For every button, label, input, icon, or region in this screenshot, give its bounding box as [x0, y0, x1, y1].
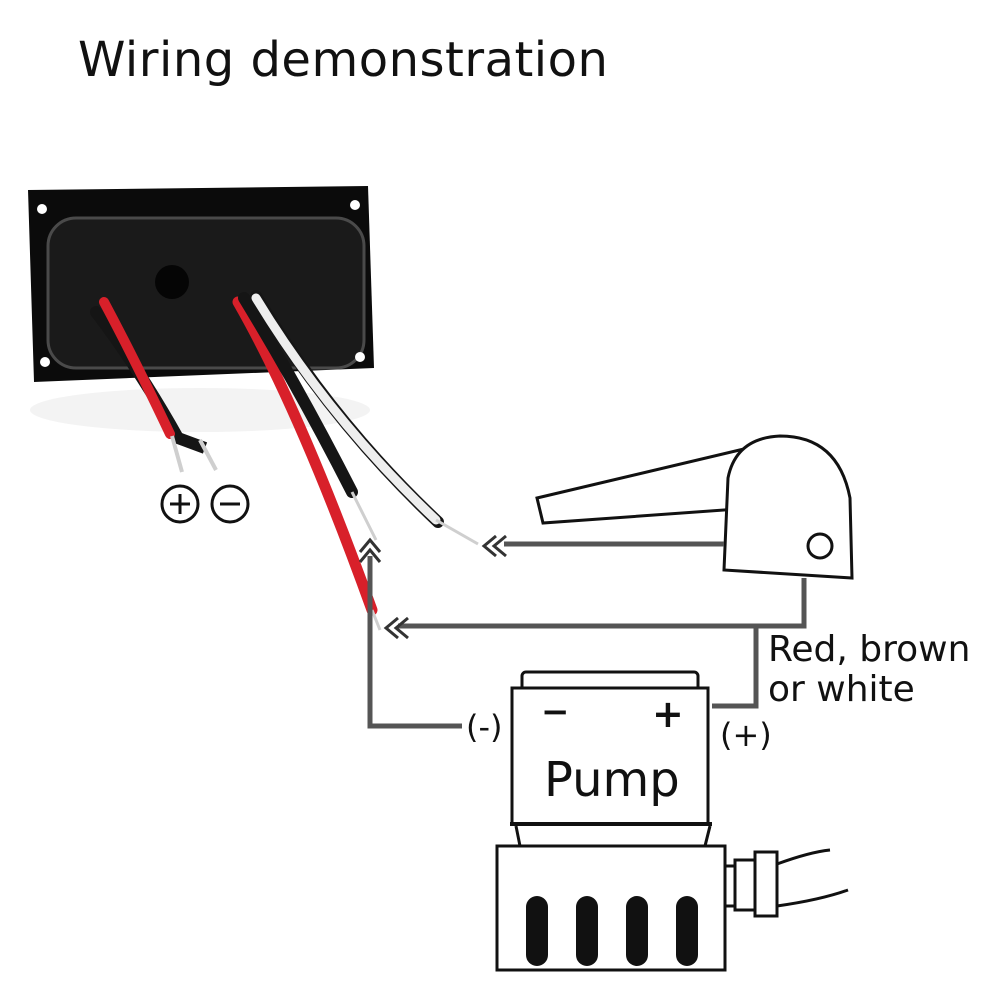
pump-outlet — [723, 848, 849, 918]
pump-label: Pump — [544, 752, 680, 808]
pump-negative-symbol: − — [541, 692, 570, 732]
pump — [495, 670, 849, 972]
wire-color-note-line1: Red, brown — [768, 629, 971, 670]
page-title: Wiring demonstration — [78, 32, 609, 88]
mounting-hole-icon — [40, 357, 50, 367]
double-chevron-up-icon — [358, 537, 382, 553]
panel-terminal-symbols — [160, 484, 250, 524]
wire-color-note-line2: or white — [768, 669, 915, 710]
panel-hole — [155, 265, 189, 299]
double-chevron-left-icon — [383, 616, 399, 640]
mounting-hole-icon — [350, 200, 360, 210]
mounting-hole-icon — [37, 204, 47, 214]
float-switch — [535, 434, 854, 580]
pump-positive-terminal-label: (+) — [720, 716, 772, 754]
switch-pivot-icon — [806, 532, 834, 560]
wire-color-note: Red, brown or white — [768, 630, 970, 710]
left-wire-pair — [90, 297, 218, 473]
mounting-hole-icon — [355, 352, 365, 362]
pump-vents — [526, 896, 698, 966]
pump-negative-terminal-label: (-) — [466, 708, 503, 746]
connection-lines — [367, 541, 807, 729]
double-chevron-left-icon — [481, 534, 497, 558]
right-wire-bundle — [232, 290, 479, 631]
pump-positive-symbol: + — [652, 692, 684, 736]
connector-arrows — [358, 534, 507, 640]
